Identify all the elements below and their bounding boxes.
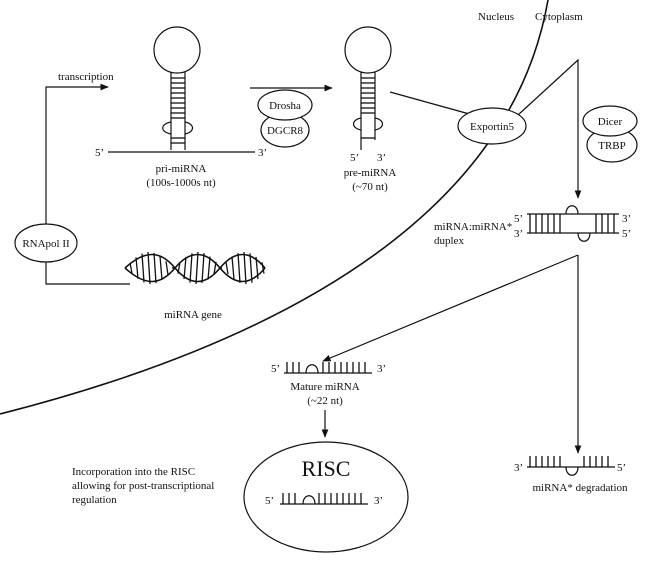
nuclear-envelope — [0, 0, 549, 415]
mirna-gene-label: miRNA gene — [164, 309, 222, 321]
duplex-three-bottom: 3’ — [514, 228, 523, 240]
risc-label: RISC — [302, 456, 351, 481]
base-pair-rung — [213, 261, 217, 275]
base-pair-rung — [135, 257, 139, 279]
base-pair-rung — [237, 253, 241, 283]
base-pair-rung — [177, 262, 181, 274]
degradation-strand — [527, 456, 615, 476]
mature-five-prime: 5’ — [271, 363, 280, 375]
exportin5-label: Exportin5 — [470, 121, 514, 133]
base-pair-rung — [225, 261, 229, 275]
risc-complex — [243, 441, 409, 553]
base-pair-rung — [183, 256, 187, 280]
rnapol-ii-label: RNApol II — [22, 238, 70, 250]
pre-mirna-hairpin — [344, 26, 392, 150]
incorporation-line1: Incorporation into the RISC — [72, 466, 195, 478]
mature-three-prime: 3’ — [377, 363, 386, 375]
rnapol-ii-node — [14, 223, 78, 263]
base-pair-rung — [249, 253, 253, 283]
dicer-label: Dicer — [598, 116, 623, 128]
base-pair-rung — [243, 251, 247, 285]
gene-connector-line — [45, 262, 130, 285]
base-pair-rung — [207, 256, 211, 280]
pre-mirna-five-prime: 5’ — [350, 152, 359, 164]
risc-five-prime: 5’ — [265, 495, 274, 507]
base-pair-rung — [171, 266, 175, 270]
pri-mirna-hairpin — [108, 26, 255, 153]
pre-mirna-label: pre-miRNA — [344, 167, 397, 179]
base-pair-rung — [141, 253, 145, 283]
base-pair-rung — [255, 256, 259, 280]
duplex-label-line1: miRNA:miRNA* — [434, 221, 512, 233]
incorporation-line3: regulation — [72, 494, 117, 506]
drosha-node — [257, 89, 313, 121]
transcription-label: transcription — [58, 71, 114, 83]
degradation-three-prime: 3’ — [514, 462, 523, 474]
base-pair-rung — [261, 262, 265, 274]
duplex-structure — [527, 205, 619, 242]
base-pair-rung — [147, 251, 151, 285]
base-pair-rung — [231, 256, 235, 280]
dicer-node — [582, 105, 638, 137]
nucleus-label: Nucleus — [478, 11, 514, 23]
duplex-five-bottom: 5’ — [622, 228, 631, 240]
base-pair-rung — [153, 252, 157, 284]
base-pair-rung — [165, 261, 169, 275]
risc-mirna-strand — [280, 493, 368, 505]
drosha-label: Drosha — [269, 100, 301, 112]
base-pair-rung — [195, 251, 199, 285]
duplex-three-top: 3’ — [622, 213, 631, 225]
duplex-five-top: 5’ — [514, 213, 523, 225]
exportin5-node — [457, 107, 527, 145]
mature-mirna-size: (~22 nt) — [307, 395, 343, 407]
guide-strand-arrow — [322, 254, 579, 362]
degradation-five-prime: 5’ — [617, 462, 626, 474]
base-pair-rung — [201, 253, 205, 283]
pri-mirna-three-prime: 3’ — [258, 147, 267, 159]
dgcr8-label: DGCR8 — [267, 125, 304, 137]
trbp-label: TRBP — [598, 140, 626, 152]
degradation-label: miRNA* degradation — [532, 482, 628, 494]
pri-mirna-label: pri-miRNA — [156, 163, 207, 175]
risc-three-prime: 3’ — [374, 495, 383, 507]
export-to-dicer-line — [517, 58, 582, 199]
mature-mirna-strand — [284, 362, 372, 374]
pri-mirna-size: (100s-1000s nt) — [146, 177, 216, 189]
mirna-gene-helix — [124, 251, 266, 285]
pre-mirna-three-prime: 3’ — [377, 152, 386, 164]
transcription-line — [45, 83, 109, 224]
incorporation-line2: allowing for post-transcriptional — [72, 480, 214, 492]
mature-mirna-label: Mature miRNA — [290, 381, 359, 393]
pri-mirna-five-prime: 5’ — [95, 147, 104, 159]
base-pair-rung — [189, 253, 193, 283]
base-pair-rung — [159, 256, 163, 280]
base-pair-rung — [129, 262, 133, 274]
duplex-label-line2: duplex — [434, 235, 464, 247]
cytoplasm-label: Cytoplasm — [535, 11, 583, 23]
pre-mirna-size: (~70 nt) — [352, 181, 388, 193]
export-line — [389, 91, 474, 116]
